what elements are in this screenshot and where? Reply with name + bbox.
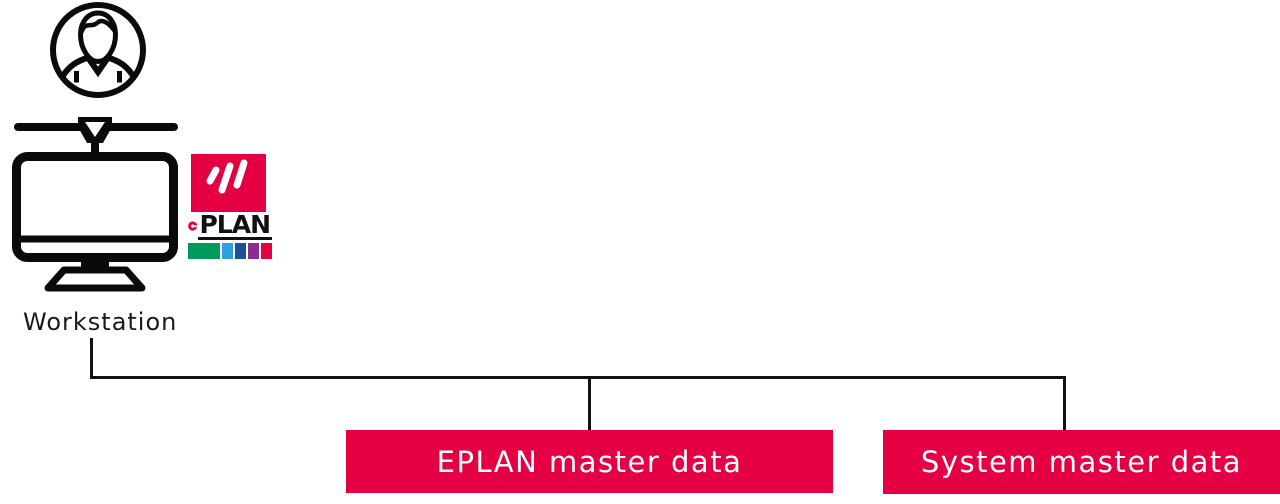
logo-bar-purple <box>248 243 259 259</box>
node-eplan-master-data-label: EPLAN master data <box>436 444 743 479</box>
eplan-e-icon <box>188 221 198 231</box>
connector-workstation-drop <box>90 338 93 376</box>
eplan-logo-square <box>191 154 266 212</box>
eplan-logo: PLAN <box>188 154 272 259</box>
eplan-logo-colorbars <box>188 243 272 259</box>
logo-bar-red <box>261 243 272 259</box>
connector-horizontal <box>90 376 1066 379</box>
user-icon <box>50 2 146 98</box>
node-system-master-data: System master data <box>883 430 1280 494</box>
eplan-slashes-icon <box>206 159 248 194</box>
eplan-logo-wordmark: PLAN <box>188 212 272 240</box>
node-system-master-data-label: System master data <box>920 445 1243 479</box>
logo-bar-green <box>188 243 220 259</box>
workstation-label: Workstation <box>23 308 178 336</box>
connector-system-master-drop <box>1063 376 1066 430</box>
eplan-plan-text: PLAN <box>198 210 272 240</box>
monitor-icon <box>12 117 178 292</box>
logo-bar-lightblue <box>222 243 233 259</box>
logo-bar-darkblue <box>235 243 246 259</box>
node-eplan-master-data: EPLAN master data <box>346 430 833 493</box>
connector-eplan-master-drop <box>588 376 591 430</box>
